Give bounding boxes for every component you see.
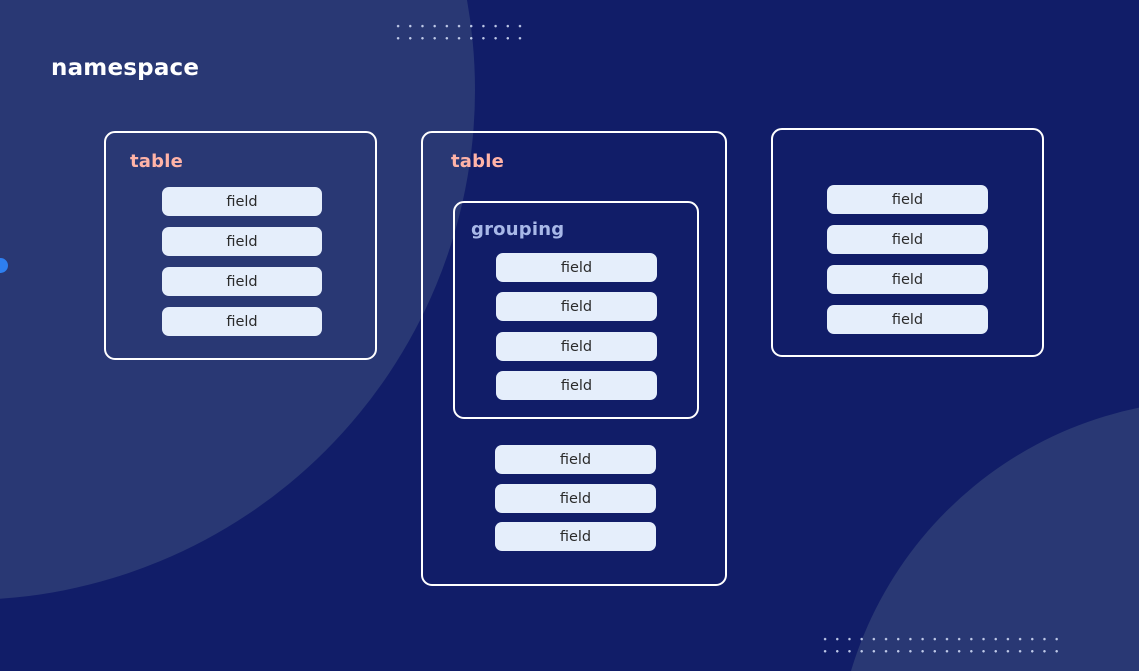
table-card-1[interactable]: table field field field field	[104, 131, 377, 360]
table-label: table	[130, 151, 184, 172]
field-pill[interactable]: field	[827, 305, 988, 334]
table-card-3[interactable]: field field field field	[771, 128, 1044, 357]
field-pill[interactable]: field	[495, 445, 656, 474]
field-pill[interactable]: field	[496, 371, 657, 400]
field-pill[interactable]: field	[162, 307, 322, 336]
field-pill[interactable]: field	[162, 227, 322, 256]
field-pill[interactable]: field	[496, 253, 657, 282]
field-pill[interactable]: field	[496, 332, 657, 361]
field-pill[interactable]: field	[827, 185, 988, 214]
table-card-2[interactable]: table grouping field field field field f…	[421, 131, 727, 586]
namespace-title: namespace	[51, 55, 200, 81]
grouping-label: grouping	[471, 219, 565, 240]
table-label: table	[451, 151, 505, 172]
field-pill[interactable]: field	[162, 267, 322, 296]
field-pill[interactable]: field	[827, 225, 988, 254]
field-pill[interactable]: field	[495, 484, 656, 513]
field-pill[interactable]: field	[496, 292, 657, 321]
field-pill[interactable]: field	[827, 265, 988, 294]
grouping-box[interactable]: grouping field field field field	[453, 201, 699, 419]
field-pill[interactable]: field	[162, 187, 322, 216]
field-pill[interactable]: field	[495, 522, 656, 551]
